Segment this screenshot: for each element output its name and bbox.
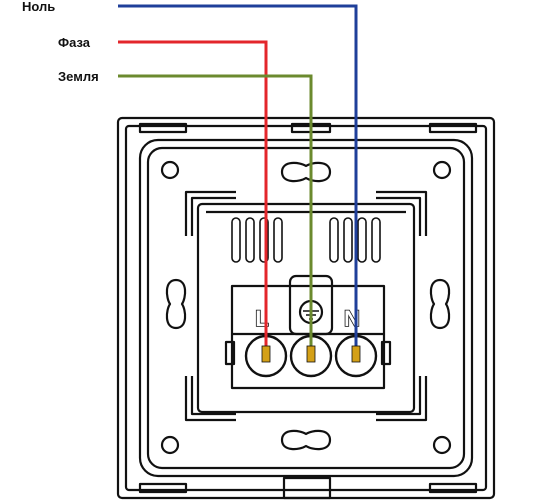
mechanism-housing (196, 202, 416, 414)
vent-slot (273, 217, 283, 263)
corner-hole-bottom-right (432, 435, 452, 455)
wires (118, 4, 358, 356)
corner-hole-top-left (160, 160, 180, 180)
wire-earth (118, 74, 313, 356)
bracket-bottom-left (184, 376, 236, 422)
wire-label-earth: Земля (58, 69, 99, 84)
slot-top (280, 161, 332, 183)
wire-tip-phase (261, 345, 271, 363)
bracket-top-right (376, 190, 428, 236)
corner-hole-bottom-left (160, 435, 180, 455)
terminal-tab-left (224, 340, 236, 366)
vent-slot (357, 217, 367, 263)
bottom-clip-center (282, 476, 332, 500)
wire-tips (261, 345, 361, 363)
outer-frame-inner-edge (124, 124, 488, 492)
slot-right (429, 278, 451, 330)
wire-tip-neutral (351, 345, 361, 363)
wire-label-neutral: Ноль (22, 0, 55, 14)
vent-slot (259, 217, 269, 263)
wire-label-phase: Фаза (58, 35, 91, 50)
bottom-clip-right (428, 482, 478, 494)
vent-slot (343, 217, 353, 263)
slot-bottom (280, 429, 332, 451)
top-clip-left (138, 122, 188, 134)
terminal-letter-neutral: N (344, 306, 360, 331)
terminal-tab-right (380, 340, 392, 366)
wire-tip-earth (306, 345, 316, 363)
terminal-block (230, 284, 386, 390)
top-clip-right (428, 122, 478, 134)
bracket-top-left (184, 190, 236, 236)
mounting-plate-inner (146, 146, 466, 470)
wire-neutral (118, 4, 358, 356)
bottom-clip-left (138, 482, 188, 494)
vent-slot (245, 217, 255, 263)
vent-grille (231, 217, 381, 263)
slot-left (165, 278, 187, 330)
vent-slot (329, 217, 339, 263)
wire-phase (118, 40, 268, 356)
outer-frame (116, 116, 496, 500)
socket-frame (116, 116, 496, 500)
mounting-plate (138, 138, 474, 478)
bracket-bottom-right (376, 376, 428, 422)
vent-slot (231, 217, 241, 263)
vent-slot (371, 217, 381, 263)
corner-hole-top-right (432, 160, 452, 180)
